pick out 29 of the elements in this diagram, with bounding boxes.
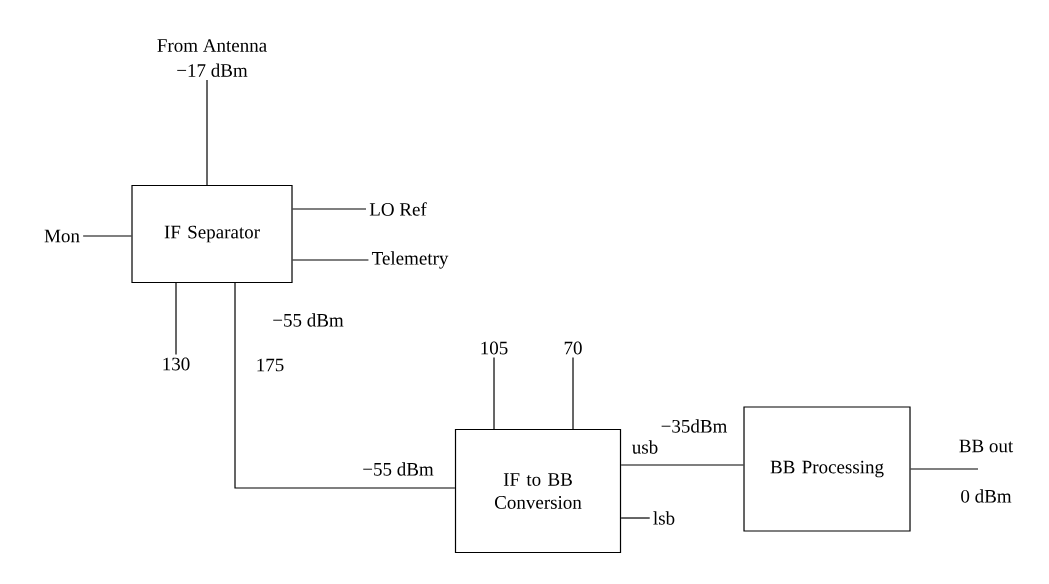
port-label: Mon [44, 229, 80, 243]
signal-line [620, 517, 651, 519]
signal-line [82, 235, 132, 237]
signal-label: −35dBm [661, 419, 728, 433]
signal-line [493, 357, 495, 430]
edge-label: usb [632, 440, 658, 454]
signal-line [910, 468, 979, 470]
edge-label: −55 dBm [363, 462, 434, 476]
signal-line [234, 282, 456, 489]
signal-line [572, 357, 574, 430]
signal-label: 0 dBm [961, 489, 1012, 503]
signal-label: BB out [959, 439, 1014, 453]
process-box: IF Separator [131, 184, 293, 284]
port-label: From Antenna −17 dBm [157, 39, 267, 77]
process-box: BB Processing [743, 406, 911, 532]
port-label: LO Ref [369, 202, 427, 216]
process-box: IF to BB Conversion [454, 428, 622, 554]
port-label: lsb [653, 511, 675, 525]
signal-label: −55 dBm [273, 313, 344, 327]
signal-line [292, 208, 367, 210]
signal-line [620, 464, 744, 466]
port-label: Telemetry [372, 251, 449, 269]
signal-line [292, 259, 370, 261]
signal-line [175, 282, 177, 355]
port-label: 70 [564, 341, 582, 355]
port-label: 105 [481, 341, 508, 355]
signal-label: 175 [257, 358, 284, 372]
port-label: 130 [163, 357, 190, 371]
signal-line [206, 79, 208, 186]
